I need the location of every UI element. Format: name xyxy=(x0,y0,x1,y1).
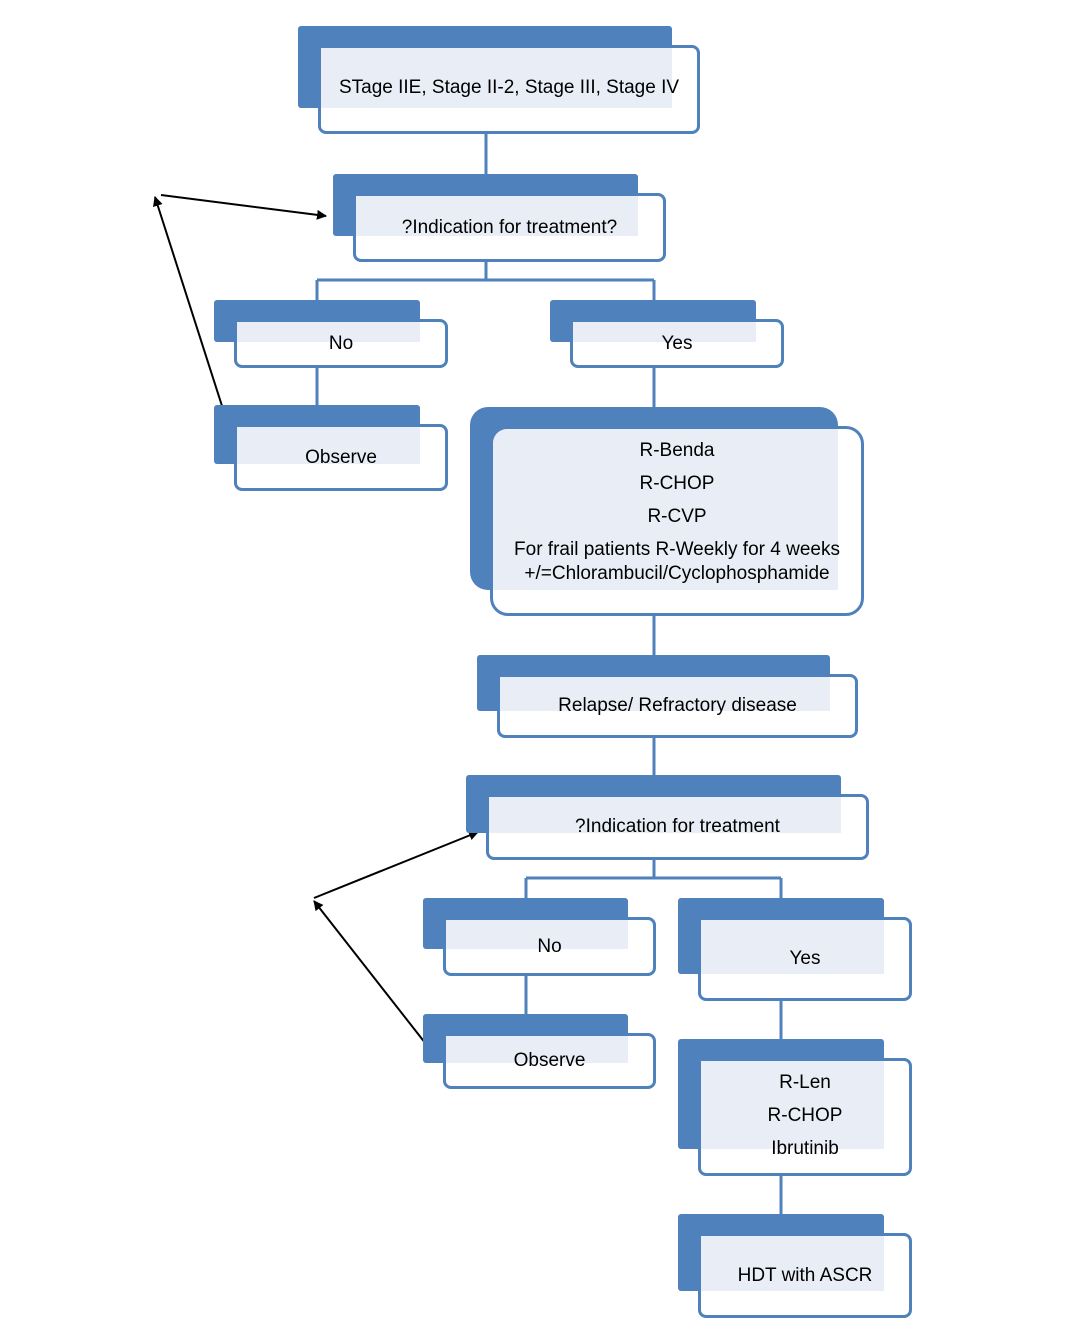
node-observe-1-text: Observe xyxy=(305,446,377,468)
node-second-line-treatment: R-Len R-CHOP Ibrutinib xyxy=(678,1039,912,1176)
feedback-arrow-to-indication-2 xyxy=(313,830,479,899)
second-line-option-r-len: R-Len xyxy=(779,1072,831,1093)
node-relapse: Relapse/ Refractory disease xyxy=(477,655,858,738)
node-indication-1-text: ?Indication for treatment? xyxy=(401,216,618,238)
node-yes-2-label: Yes xyxy=(698,917,912,1001)
node-no-1: No xyxy=(214,300,448,368)
node-no-2-text: No xyxy=(537,935,562,957)
feedback-arrow-observe-2-up xyxy=(313,900,434,1054)
second-line-option-r-chop: R-CHOP xyxy=(767,1105,843,1126)
node-hdt-label: HDT with ASCR xyxy=(698,1233,912,1318)
node-observe-2-text: Observe xyxy=(513,1050,586,1071)
second-line-option-ibrutinib: Ibrutinib xyxy=(771,1138,839,1159)
node-no-2: No xyxy=(423,898,656,976)
node-stage-text: STage IIE, Stage II-2, Stage III, Stage … xyxy=(338,77,680,98)
first-line-option-chlorambucil: +/=Chlorambucil/Cyclophosphamide xyxy=(524,563,830,584)
node-indication-2-label: ?Indication for treatment xyxy=(486,794,869,860)
node-indication-1: ?Indication for treatment? xyxy=(333,174,666,262)
node-observe-1: Observe xyxy=(214,405,448,491)
node-first-line-label: R-Benda R-CHOP R-CVP For frail patients … xyxy=(490,439,864,603)
node-no-2-label: No xyxy=(443,917,656,976)
node-stage: STage IIE, Stage II-2, Stage III, Stage … xyxy=(298,26,700,136)
node-relapse-text: Relapse/ Refractory disease xyxy=(558,695,797,716)
node-yes-2: Yes xyxy=(678,898,912,1001)
feedback-arrow-to-indication-1 xyxy=(160,194,327,220)
node-no-1-label: No xyxy=(234,319,448,368)
first-line-option-r-chop: R-CHOP xyxy=(639,473,715,494)
node-hdt-text: HDT with ASCR xyxy=(737,1264,873,1286)
node-stage-label: STage IIE, Stage II-2, Stage III, Stage … xyxy=(318,45,700,131)
node-indication-2: ?Indication for treatment xyxy=(466,775,869,860)
node-hdt: HDT with ASCR xyxy=(678,1214,912,1318)
node-observe-1-label: Observe xyxy=(234,424,448,491)
node-yes-1-label: Yes xyxy=(570,319,784,368)
node-relapse-label: Relapse/ Refractory disease xyxy=(497,674,858,738)
first-line-option-r-cvp: R-CVP xyxy=(647,506,707,527)
node-indication-1-label: ?Indication for treatment? xyxy=(353,193,666,262)
node-first-line-treatment: R-Benda R-CHOP R-CVP For frail patients … xyxy=(470,407,864,616)
node-no-1-text: No xyxy=(328,332,354,354)
node-observe-2: Observe xyxy=(423,1014,656,1089)
node-indication-2-text: ?Indication for treatment xyxy=(575,816,780,837)
node-yes-2-text: Yes xyxy=(789,948,821,969)
node-yes-1: Yes xyxy=(550,300,784,368)
node-second-line-label: R-Len R-CHOP Ibrutinib xyxy=(698,1071,912,1171)
feedback-arrow-observe-1-up xyxy=(152,196,232,435)
node-observe-2-label: Observe xyxy=(443,1033,656,1089)
node-yes-1-text: Yes xyxy=(661,332,693,354)
first-line-option-r-benda: R-Benda xyxy=(639,440,715,461)
first-line-option-frail: For frail patients R-Weekly for 4 weeks xyxy=(514,539,840,560)
